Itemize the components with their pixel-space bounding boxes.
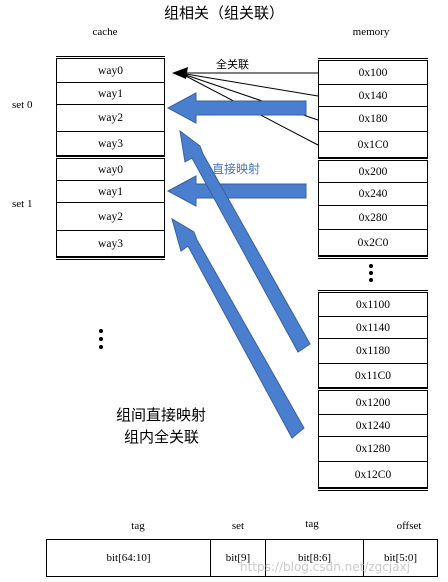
cache-ellipsis-dot (99, 329, 103, 333)
addr-bits-offset: bit[5:0] (384, 552, 417, 564)
cache-set-0-way1: way1 (56, 83, 165, 105)
memory-block-0x1200: 0x1200 (318, 391, 428, 415)
cache-set-1-way3: way3 (56, 231, 165, 257)
field-label-offset: offset (396, 520, 422, 532)
memory-group-1-mid-border (318, 158, 428, 161)
cache-set-0-top-border (56, 56, 165, 59)
cache-set-1-way2: way2 (56, 203, 165, 231)
memory-ellipsis-dot (369, 264, 373, 268)
memory-block-0x11C0: 0x11C0 (318, 364, 428, 388)
memory-block-0x1240: 0x1240 (318, 415, 428, 437)
direct-map-arrow-set0 (166, 92, 307, 124)
set-1-label: set 1 (12, 198, 33, 210)
memory-block-0x1280: 0x1280 (318, 437, 428, 462)
memory-block-0x200: 0x200 (318, 161, 428, 183)
summary-line-2: 组内全关联 (124, 428, 200, 446)
summary-line-1: 组间直接映射 (116, 406, 207, 424)
memory-ellipsis-dot (369, 278, 373, 282)
field-label-tag-high: tag (131, 520, 145, 532)
cache-header: cache (92, 26, 118, 38)
memory-block-0x1C0: 0x1C0 (318, 132, 428, 158)
field-label-set: set (231, 520, 245, 532)
addr-bits-tag-high: bit[64:10] (47, 540, 211, 576)
memory-block-0x180: 0x180 (318, 107, 428, 132)
cache-ellipsis-dot (99, 337, 103, 341)
memory-block-0x100: 0x100 (318, 61, 428, 85)
memory-group-2-top-border (318, 290, 428, 293)
cache-set-1-bottom-border (56, 257, 165, 260)
addr-bits-tag-low: bit[8:6] (266, 540, 364, 576)
cache-set-0-way0: way0 (56, 59, 165, 83)
cache-set-1-way1: way1 (56, 181, 165, 203)
memory-block-0x280: 0x280 (318, 206, 428, 230)
cache-set-0-way2: way2 (56, 105, 165, 132)
direct-map-arrow-set1 (166, 175, 307, 207)
cache-set-1-way0: way0 (56, 159, 165, 181)
memory-group-3-bottom-border (318, 488, 428, 491)
memory-block-0x1140: 0x1140 (318, 317, 428, 339)
memory-block-0x1100: 0x1100 (318, 293, 428, 317)
watermark: https://blog.csdn.net/zgcjaxj (240, 560, 410, 574)
memory-group-1-top-border (318, 58, 428, 61)
cache-set-1-top-border (56, 156, 165, 159)
cache-ellipsis-dot (99, 345, 103, 349)
direct-map-arrow-group3-set1 (171, 217, 305, 439)
memory-block-0x140: 0x140 (318, 85, 428, 107)
direct-mapping-label: 直接映射 (212, 162, 261, 176)
address-bit-table: bit[64:10] bit[9] bit[8:6] bit[5:0] (46, 539, 438, 577)
memory-header: memory (352, 26, 390, 38)
set-0-label: set 0 (12, 99, 33, 111)
memory-block-0x1180: 0x1180 (318, 339, 428, 364)
memory-group-1-bottom-border (318, 256, 428, 259)
cache-set-0-way3: way3 (56, 132, 165, 156)
memory-group-3-top-border (318, 388, 428, 391)
full-assoc-line-0x140 (179, 72, 319, 97)
field-label-tag-low: tag (305, 518, 319, 530)
memory-block-0x2C0: 0x2C0 (318, 230, 428, 256)
full-assoc-arrowhead (172, 67, 188, 79)
memory-block-0x240: 0x240 (318, 183, 428, 206)
addr-bits-set: bit[9] (211, 540, 266, 576)
fully-associative-label: 全关联 (216, 58, 249, 71)
diagram-title: 组相关（组关联） (163, 4, 284, 22)
memory-ellipsis-dot (369, 271, 373, 275)
direct-map-arrow-group2-set0 (179, 129, 311, 353)
memory-block-0x12C0: 0x12C0 (318, 462, 428, 488)
